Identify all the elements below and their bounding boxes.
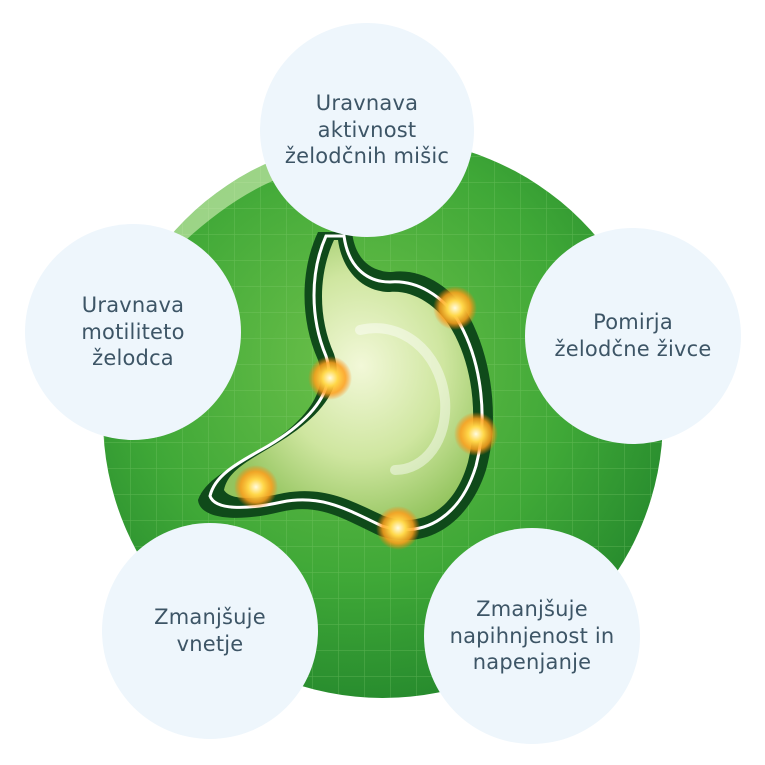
hotspot-icon [308, 356, 352, 400]
hotspot-icon [234, 465, 278, 509]
hotspot-icon [433, 286, 477, 330]
benefit-label: Zmanjšuje vnetje [154, 605, 266, 656]
hotspot-icon [454, 412, 498, 456]
benefit-nerves: Pomirja želodčne živce [525, 228, 741, 444]
benefit-label: Zmanjšuje napihnjenost in napenjanje [449, 596, 615, 675]
benefit-inflammation: Zmanjšuje vnetje [102, 523, 318, 739]
benefit-bloating: Zmanjšuje napihnjenost in napenjanje [424, 528, 640, 744]
benefit-label: Uravnava aktivnost želodčnih mišic [284, 90, 450, 169]
hotspots [234, 286, 498, 550]
hotspot-icon [376, 506, 420, 550]
benefit-label: Pomirja želodčne živce [554, 310, 712, 361]
benefit-muscle-activity: Uravnava aktivnost želodčnih mišic [260, 23, 474, 237]
benefit-motility: Uravnava motiliteto želodca [25, 224, 241, 440]
benefit-label: Uravnava motiliteto želodca [81, 292, 185, 371]
